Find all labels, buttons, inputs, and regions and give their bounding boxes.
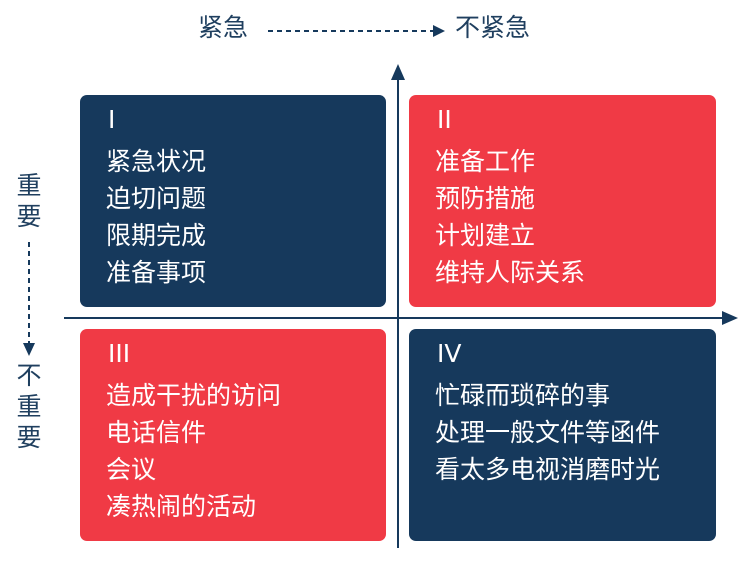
list-item: 预防措施 [435, 184, 536, 213]
not-important-label: 不重要 [16, 361, 42, 452]
list-item: 忙碌而琐碎的事 [435, 381, 611, 410]
quadrant-2: II 准备工作 预防措施 计划建立 维持人际关系 [409, 95, 716, 307]
quadrant-1-numeral: I [108, 105, 116, 134]
list-item: 维持人际关系 [435, 258, 586, 287]
quadrant-4-numeral: IV [437, 339, 462, 368]
quadrant-4: IV 忙碌而琐碎的事 处理一般文件等函件 看太多电视消磨时光 [409, 329, 716, 541]
horizontal-axis-head [722, 311, 738, 325]
list-item: 处理一般文件等函件 [435, 418, 661, 447]
urgent-label: 紧急 [198, 13, 249, 42]
vertical-axis-head [391, 64, 405, 80]
list-item: 准备工作 [435, 147, 536, 176]
quadrant-2-numeral: II [437, 105, 452, 134]
not-urgent-label: 不紧急 [455, 13, 531, 42]
list-item: 电话信件 [106, 418, 207, 447]
list-item: 紧急状况 [106, 147, 207, 176]
list-item: 准备事项 [106, 258, 207, 287]
quadrant-4-list: 忙碌而琐碎的事 处理一般文件等函件 看太多电视消磨时光 [435, 377, 660, 488]
important-label: 重要 [16, 171, 42, 231]
quadrant-3: III 造成干扰的访问 电话信件 会议 凑热闹的活动 [80, 329, 386, 541]
quadrant-1: I 紧急状况 迫切问题 限期完成 准备事项 [80, 95, 386, 307]
list-item: 会议 [106, 455, 157, 484]
list-item: 凑热闹的活动 [106, 492, 257, 521]
list-item: 造成干扰的访问 [106, 381, 282, 410]
quadrant-3-numeral: III [108, 339, 131, 368]
list-item: 看太多电视消磨时光 [435, 455, 661, 484]
urgency-arrow-head [433, 25, 445, 37]
quadrant-1-list: 紧急状况 迫切问题 限期完成 准备事项 [106, 143, 206, 291]
importance-arrow-head [23, 343, 35, 356]
list-item: 计划建立 [435, 221, 536, 250]
quadrant-2-list: 准备工作 预防措施 计划建立 维持人际关系 [435, 143, 585, 291]
quadrant-3-list: 造成干扰的访问 电话信件 会议 凑热闹的活动 [106, 377, 281, 525]
list-item: 限期完成 [106, 221, 207, 250]
list-item: 迫切问题 [106, 184, 207, 213]
